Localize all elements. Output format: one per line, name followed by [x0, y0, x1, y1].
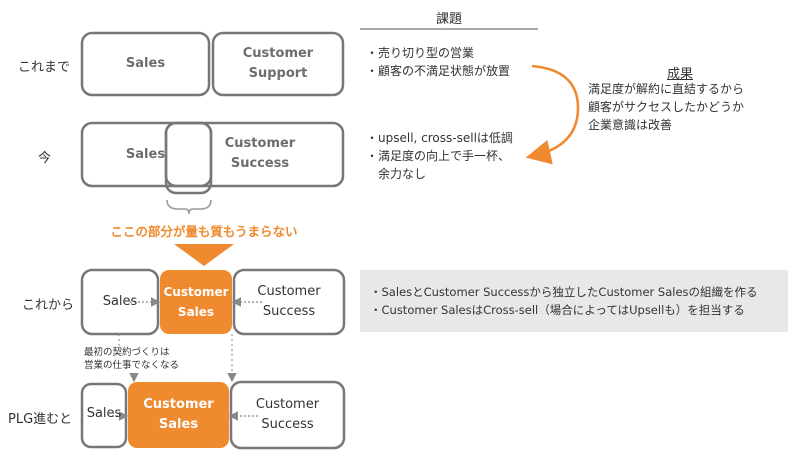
plg-customer-sales-box — [128, 382, 229, 448]
koremade-sales-label: Sales — [125, 56, 166, 71]
row-label-plg: PLG進むと — [8, 412, 73, 427]
seika-title: 成果 — [666, 67, 693, 82]
koremade-sales-box — [80, 31, 211, 97]
korekara-sales-label: Sales — [102, 294, 138, 309]
plg-sales-label: Sales — [86, 406, 122, 421]
korekara-customer-sales-box — [160, 270, 232, 334]
issues-koremade: ・売り切り型の営業 ・顧客の不満足状態が放置 — [366, 46, 511, 78]
row-label-ima: 今 — [38, 151, 52, 166]
issues-header: 課題 — [435, 12, 462, 27]
koremade-support-box — [211, 31, 345, 97]
seika-curve-arrow — [525, 64, 580, 165]
korekara-note-box: ・SalesとCustomer Successから独立したCustomer Sa… — [360, 270, 788, 332]
row-label-korekara: これから — [22, 298, 75, 313]
ima-sales-label: Sales — [125, 147, 166, 162]
overlap-note: ここの部分が量も質もうまらない — [110, 224, 298, 239]
plg-note: 最初の契約づくりは営業の仕事でなくなる — [84, 347, 180, 371]
row-label-koremade: これまで — [18, 60, 71, 75]
korekara-note-text: ・SalesとCustomer Successから独立したCustomer Sa… — [370, 285, 758, 317]
issues-ima: ・upsell, cross-sellは低調 ・満足度の向上で手一杯、 余力なし — [366, 131, 513, 181]
overlap-brace — [166, 199, 212, 215]
ima-overlap-box — [164, 121, 213, 195]
seika-text: 満足度が解約に直結するから 顧客がサクセスしたかどうか 企業意識は改善 — [588, 82, 745, 132]
transition-arrow — [174, 244, 234, 266]
